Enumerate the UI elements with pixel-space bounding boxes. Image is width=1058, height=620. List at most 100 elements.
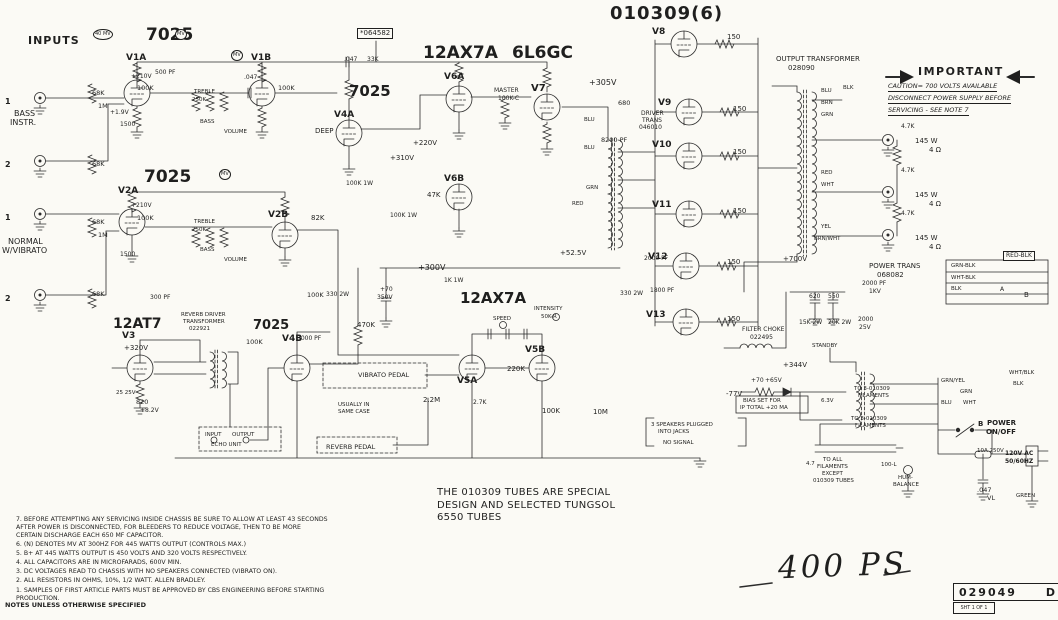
schematic-label: HUM- [898,475,913,481]
note-item: 3. DC VOLTAGES READ TO CHASSIS WITH NO S… [16,568,277,576]
output-stage-wiring [617,37,898,349]
schematic-label: WHT [821,182,834,188]
schematic-label: 100K [137,84,154,92]
schematic-label: 150 [727,258,741,266]
schematic-label: BLK [843,85,854,91]
inputs-heading: INPUTS [28,34,80,47]
filter-choke-symbol [739,343,773,349]
echo-unit-label: ECHO UNIT [211,442,242,448]
tube-designator: V4B [282,334,303,344]
schematic-label: 4 Ω [929,146,942,154]
schematic-label: 680 [618,99,631,107]
schematic-label: 68K [92,290,105,298]
schematic-label: 010309 TUBES [813,478,854,484]
schematic-label: 145 W [915,191,938,199]
schematic-label: FILAMENTS [855,423,886,429]
schematic-label: BLU [584,145,595,151]
schematic-label: 150 [733,148,747,156]
schematic-label: 2.7K [473,399,487,406]
bias-note-box [735,395,809,414]
schematic-label: MASTER [494,87,519,94]
schematic-label: BRN/WHT [814,236,841,242]
preamp-wiring [45,40,621,356]
schematic-label: *064582 [357,28,394,39]
tube-designator: V11 [652,200,672,210]
schematic-label: BLK [1013,381,1024,387]
schematic-label: 82K [311,214,325,222]
schematic-label: W/VIBRATO [2,246,48,255]
tube-designator: V10 [652,140,672,150]
schematic-label: 150 [733,207,747,215]
schematic-label: 1M [98,102,108,110]
schematic-label: +52.5V [560,249,587,257]
output-transformer-label: OUTPUT TRANSFORMER [776,55,860,63]
schematic-label: TREBLE [194,89,215,95]
caution-line: SERVICING - SEE NOTE 7 [888,106,969,116]
schematic-label: 20K 2W [828,319,852,326]
schematic-label: 8200 PF [601,136,628,144]
schematic-label: A [1000,286,1005,293]
schematic-label: 330 2W [326,291,350,298]
schematic-label: .047 [344,56,358,63]
schematic-label: +210V [131,202,152,209]
model-designation: 400 PS [777,545,908,587]
schematic-label: VOLUME [224,129,248,135]
schematic-label: 1500 [120,121,136,128]
schematic-label: BASS [200,119,215,125]
schematic-label: 4.7 [806,461,815,467]
schematic-label: OUTPUT [232,432,255,438]
schematic-label: 1K 1W [444,277,464,284]
schematic-label: -77V [726,390,743,398]
revision-letter: D [1045,585,1057,599]
schematic-label: TO 3-010309 [854,386,890,392]
schematic-label: 10M [593,408,608,416]
tube-type-label: 7025 [253,318,290,333]
intensity-pot [552,313,560,321]
schematic-label: 100K [542,407,560,415]
note-item: 1. SAMPLES OF FIRST ARTICLE PARTS MUST B… [16,586,325,602]
schematic-label: 100K [278,84,295,92]
schematic-label: BALANCE [893,482,919,488]
schematic-label: STANDBY [812,343,838,349]
schematic-label: 068082 [877,271,904,279]
schematic-label: IP TOTAL +20 MA [740,405,788,411]
bass-channel-label: BASS [14,109,36,118]
schematic-label: WHT-BLK [951,275,976,281]
schematic-label: MV [175,29,187,40]
schematic-label: 120V AC [1005,450,1034,457]
tungsol-tube-note: THE 010309 TUBES ARE SPECIAL DESIGN AND … [437,487,615,525]
tube-designator: V2A [118,186,139,196]
schematic-label: 4.7K [901,123,915,130]
schematic-label: RED [821,170,833,176]
power-switch-symbol [955,423,975,438]
schematic-label: POWER [987,419,1016,427]
notes-footer: NOTES UNLESS OTHERWISE SPECIFIED [5,601,147,609]
schematic-label: 300 PF [150,294,171,301]
schematic-label: 100-L [881,462,897,468]
input-jack-number: 1 [5,97,11,106]
schematic-label: 2000 [858,316,874,323]
schematic-label: 50K-R [541,314,557,320]
schematic-label: .047 [977,486,992,494]
schematic-label: 1800 PF [650,287,675,294]
schematic-label: 820 [136,398,149,406]
caution-note: CAUTION= 700 VOLTS AVAILABLE DISCONNECT … [888,82,1012,118]
tube-designator: V1A [126,53,147,63]
tube-designator: V2B [268,210,289,220]
schematic-label: USUALLY IN [338,402,370,408]
schematic-label: 145 W [915,137,938,145]
filter-choke-label: FILTER CHOKE [742,326,785,333]
tube-designator: V9 [658,98,672,108]
schematic-label: 100K [307,291,324,299]
bias-diode-symbol [782,387,792,397]
schematic-label: 500 PF [155,69,176,76]
note-item: 6. (N) DENOTES MV AT 300HZ FOR 445 WATTS… [16,541,247,549]
schematic-label: 350V [377,294,393,301]
reverb-pedal-label: REVERB PEDAL [326,443,376,451]
schematic-label: BIAS SET FOR [743,398,781,404]
drawing-number: 029049 [959,585,1017,599]
schematic-label: EXCEPT [822,471,843,477]
schematic-label: 250K [192,227,207,233]
tube-type-label: 12AX7A [423,43,498,63]
